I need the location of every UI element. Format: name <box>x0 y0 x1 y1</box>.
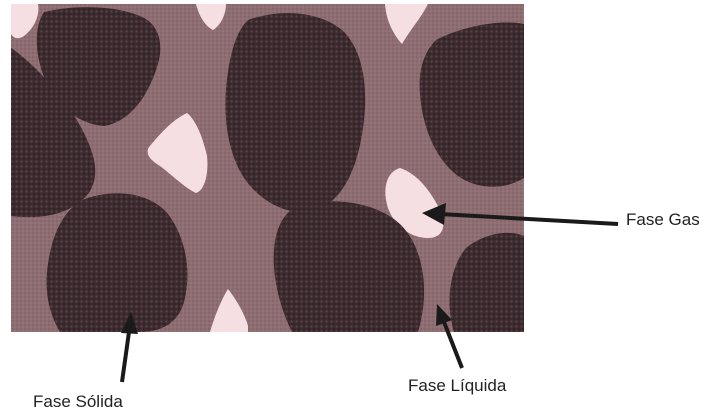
solid-phase-label: Fase Sólida <box>33 392 123 412</box>
liquid-phase-label: Fase Líquida <box>408 376 506 396</box>
gas-phase-label: Fase Gas <box>626 210 700 230</box>
